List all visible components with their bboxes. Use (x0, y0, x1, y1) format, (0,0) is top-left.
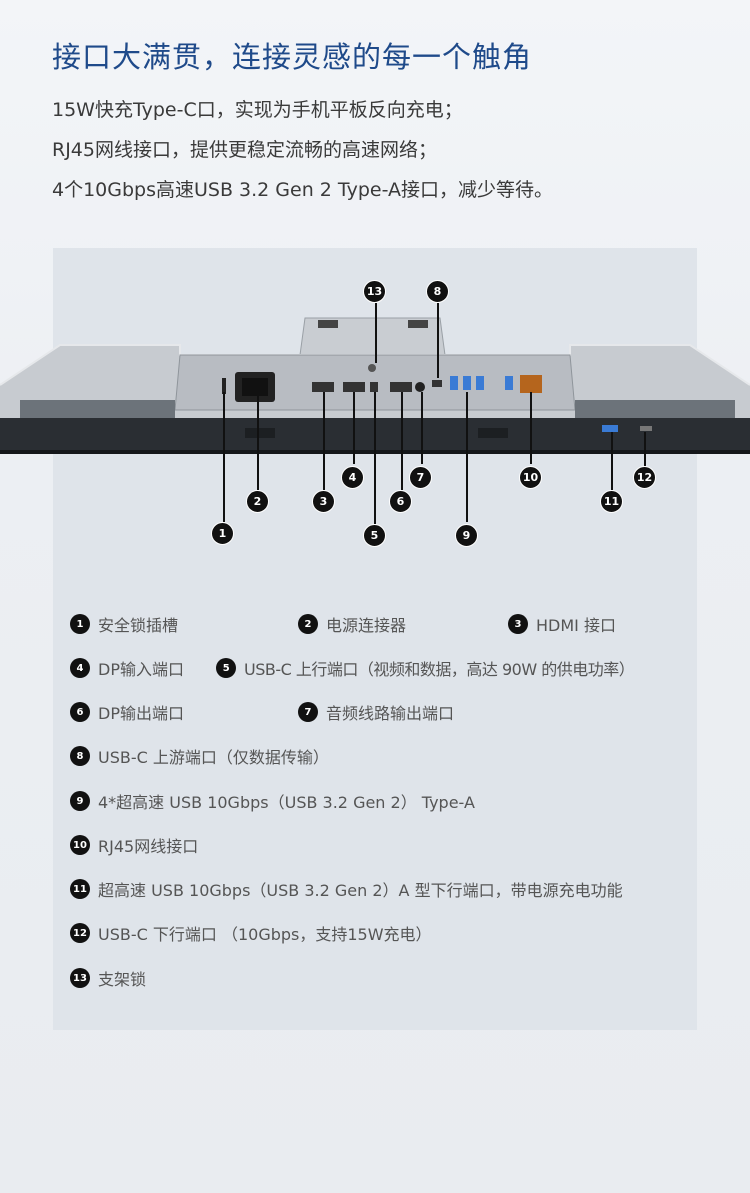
callout-2: 2 (246, 490, 269, 513)
leader-line (401, 392, 403, 490)
intro-line-3: 4个10Gbps高速USB 3.2 Gen 2 Type-A接口，减少等待。 (52, 179, 554, 201)
legend-item-5: 5 USB-C 上行端口（视频和数据，高达 90W 的供电功率） (216, 656, 635, 680)
leader-line (466, 392, 468, 522)
legend-item-3: 3 HDMI 接口 (508, 612, 616, 636)
legend-number: 7 (298, 702, 318, 722)
legend-text: USB-C 上游端口（仅数据传输） (98, 748, 329, 767)
legend-number: 10 (70, 835, 90, 855)
legend-item-6: 6 DP输出端口 (70, 700, 184, 724)
legend-number: 6 (70, 702, 90, 722)
intro-text: 15W快充Type-C口，实现为手机平板反向充电； RJ45网线接口，提供更稳定… (52, 90, 553, 210)
legend-item-9: 9 4*超高速 USB 10Gbps（USB 3.2 Gen 2） Type-A (70, 789, 475, 813)
legend-number: 8 (70, 746, 90, 766)
legend-text: 电源连接器 (326, 616, 407, 635)
legend-number: 1 (70, 614, 90, 634)
leader-line (375, 303, 377, 363)
callout-4: 4 (341, 466, 364, 489)
callout-3: 3 (312, 490, 335, 513)
legend-text: 支架锁 (98, 970, 147, 989)
callout-6: 6 (389, 490, 412, 513)
leader-line (644, 432, 646, 466)
legend-item-1: 1 安全锁插槽 (70, 612, 178, 636)
legend-number: 2 (298, 614, 318, 634)
intro-line-1: 15W快充Type-C口，实现为手机平板反向充电； (52, 99, 463, 121)
legend-item-13: 13 支架锁 (70, 966, 146, 990)
legend-text: USB-C 上行端口（视频和数据，高达 90W 的供电功率） (244, 660, 635, 679)
legend-text: DP输入端口 (98, 660, 184, 679)
legend-text: USB-C 下行端口 （10Gbps，支持15W充电） (98, 925, 432, 944)
callout-7: 7 (409, 466, 432, 489)
leader-line (611, 432, 613, 490)
legend-item-11: 11 超高速 USB 10Gbps（USB 3.2 Gen 2）A 型下行端口，带… (70, 877, 623, 901)
intro-line-2: RJ45网线接口，提供更稳定流畅的高速网络； (52, 139, 437, 161)
legend-number: 12 (70, 923, 90, 943)
legend-number: 9 (70, 791, 90, 811)
legend-item-7: 7 音频线路输出端口 (298, 700, 454, 724)
callout-5: 5 (363, 524, 386, 547)
legend-text: HDMI 接口 (536, 616, 616, 635)
headline: 接口大满贯，连接灵感的每一个触角 (52, 40, 533, 74)
leader-line (421, 392, 423, 464)
leader-line (257, 392, 259, 490)
legend-text: 超高速 USB 10Gbps（USB 3.2 Gen 2）A 型下行端口，带电源… (98, 881, 623, 900)
callout-13: 13 (363, 280, 386, 303)
legend-number: 3 (508, 614, 528, 634)
legend-item-10: 10 RJ45网线接口 (70, 833, 198, 857)
legend-number: 13 (70, 968, 90, 988)
legend-item-8: 8 USB-C 上游端口（仅数据传输） (70, 744, 329, 768)
callout-8: 8 (426, 280, 449, 303)
legend-text: RJ45网线接口 (98, 837, 199, 856)
callout-1: 1 (211, 522, 234, 545)
legend-number: 11 (70, 879, 90, 899)
legend-item-4: 4 DP输入端口 (70, 656, 184, 680)
legend-text: 安全锁插槽 (98, 616, 179, 635)
callout-10: 10 (519, 466, 542, 489)
legend-item-2: 2 电源连接器 (298, 612, 406, 636)
callout-11: 11 (600, 490, 623, 513)
leader-line (323, 392, 325, 490)
callout-12: 12 (633, 466, 656, 489)
legend-text: 4*超高速 USB 10Gbps（USB 3.2 Gen 2） Type-A (98, 793, 475, 812)
legend-text: DP输出端口 (98, 704, 184, 723)
leader-line (530, 392, 532, 464)
leader-line (437, 303, 439, 378)
legend-number: 5 (216, 658, 236, 678)
legend-item-12: 12 USB-C 下行端口 （10Gbps，支持15W充电） (70, 921, 432, 945)
leader-line (374, 392, 376, 524)
legend-number: 4 (70, 658, 90, 678)
legend-text: 音频线路输出端口 (326, 704, 455, 723)
callout-9: 9 (455, 524, 478, 547)
leader-line (353, 392, 355, 464)
leader-line (223, 392, 225, 522)
